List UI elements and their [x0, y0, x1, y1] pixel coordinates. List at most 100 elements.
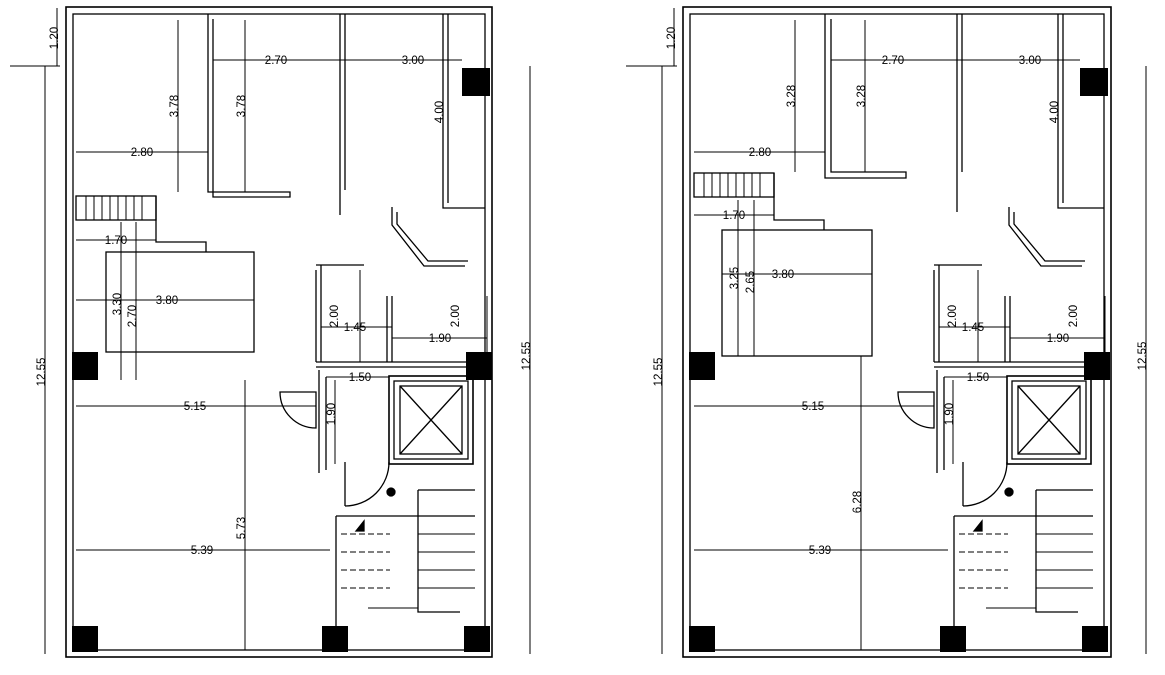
dim-label: 1.70	[105, 235, 127, 247]
stair-post	[386, 487, 396, 497]
dim-label: 1.90	[429, 333, 451, 345]
dim-label: 1.20	[49, 27, 61, 49]
outer-wall	[65, 6, 493, 658]
dim-label: 2.80	[749, 147, 771, 159]
dim-label: 6.28	[852, 491, 864, 513]
room-wall	[956, 14, 963, 212]
bath-wall	[1004, 296, 1011, 362]
main-stair	[953, 515, 1093, 650]
elevator-car	[399, 385, 463, 455]
dimension-lines	[10, 8, 531, 654]
dim-label: 1.90	[326, 403, 338, 425]
outer-wall	[682, 6, 1112, 658]
dim-label: 1.20	[666, 27, 678, 49]
elevator-cross	[1017, 385, 1081, 455]
dim-label: 3.28	[856, 85, 868, 107]
corridor-wall	[934, 361, 1104, 368]
stair-core	[417, 489, 475, 613]
floor-plan-left	[10, 6, 531, 658]
dim-label: 3.80	[772, 269, 794, 281]
dim-label: 1.50	[967, 372, 989, 384]
dim-label: 2.70	[882, 55, 904, 67]
dim-label: 2.00	[329, 305, 341, 327]
dim-label: 1.50	[349, 372, 371, 384]
small-stair-treads	[703, 173, 761, 197]
columns	[689, 68, 1110, 652]
dim-label: 3.78	[169, 95, 181, 117]
elevator-shaft	[388, 375, 474, 465]
dim-label: 12.55	[1137, 342, 1149, 371]
elevator-cross	[399, 385, 463, 455]
dim-label: 1.90	[1047, 333, 1069, 345]
elevator-inner	[393, 380, 469, 460]
stair-wall	[773, 173, 825, 230]
dim-label: 2.00	[947, 305, 959, 327]
door-swing	[897, 391, 935, 429]
living-block	[721, 229, 873, 357]
stair-arrow	[972, 519, 983, 532]
dim-label: 3.25	[729, 267, 741, 289]
dim-label: 2.00	[1068, 305, 1080, 327]
small-stair-treads	[85, 196, 143, 220]
floor-plan-right	[626, 6, 1147, 658]
room-wall	[207, 14, 291, 198]
corridor-wall	[316, 361, 485, 368]
room-wall	[339, 14, 346, 215]
dim-label: 1.45	[344, 322, 366, 334]
main-stair	[335, 515, 475, 650]
dimension-labels-right: 1.20 12.55 12.55 2.70 3.00 3.28 3.28 4.0…	[653, 27, 1149, 557]
dim-label: 3.30	[112, 293, 124, 315]
columns	[72, 68, 492, 652]
lobby-wall	[936, 370, 945, 473]
stair-arrow	[354, 519, 365, 532]
dim-label: 2.80	[131, 147, 153, 159]
door-swing	[279, 391, 317, 429]
room-wall	[442, 14, 485, 209]
small-stair	[693, 172, 775, 198]
dim-label: 5.15	[802, 401, 824, 413]
dim-label: 5.73	[236, 517, 248, 539]
dim-label: 1.70	[723, 210, 745, 222]
dim-label: 4.00	[434, 101, 446, 123]
dimension-labels-left: 1.20 12.55 12.55 2.70 3.00 3.78 3.78 4.0…	[36, 27, 533, 557]
dim-label: 2.00	[450, 305, 462, 327]
counter-wall	[391, 207, 468, 267]
inner-wall	[72, 13, 486, 651]
dim-label: 12.55	[653, 358, 665, 387]
bath-wall	[386, 296, 393, 362]
stair-core	[1035, 489, 1093, 613]
dim-label: 3.28	[786, 85, 798, 107]
lobby-wall	[318, 370, 327, 473]
dim-label: 1.45	[962, 322, 984, 334]
dim-label: 12.55	[521, 342, 533, 371]
door-swing	[344, 461, 390, 507]
dim-label: 12.55	[36, 358, 48, 387]
dim-label: 3.80	[156, 295, 178, 307]
door-swing	[962, 461, 1008, 507]
dim-label: 3.00	[1019, 55, 1041, 67]
dim-label: 4.00	[1049, 101, 1061, 123]
elevator-car	[1017, 385, 1081, 455]
dim-label: 3.00	[402, 55, 424, 67]
stair-post	[1004, 487, 1014, 497]
small-stair	[75, 195, 157, 221]
inner-wall	[689, 13, 1105, 651]
counter-wall	[1008, 207, 1085, 267]
elevator-shaft	[1006, 375, 1092, 465]
bath-wall	[933, 264, 982, 362]
main-stair-treads	[959, 515, 1093, 609]
main-stair-treads	[341, 515, 475, 609]
dim-label: 3.78	[236, 95, 248, 117]
dim-label: 2.65	[745, 271, 757, 293]
dimension-lines	[626, 8, 1147, 654]
stair-wall	[155, 196, 207, 252]
room-wall	[1057, 14, 1104, 209]
dim-label: 2.70	[265, 55, 287, 67]
dim-label: 1.90	[944, 403, 956, 425]
dim-label: 5.39	[191, 545, 213, 557]
elevator-inner	[1011, 380, 1087, 460]
bath-wall	[315, 264, 364, 362]
dim-label: 5.39	[809, 545, 831, 557]
